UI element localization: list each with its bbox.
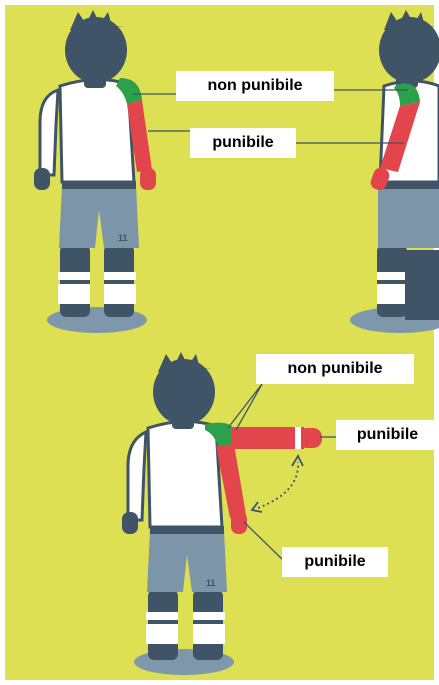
label-punishable-side: punibile bbox=[282, 547, 388, 577]
jersey-number: 11 bbox=[118, 233, 128, 243]
label-non-punishable-bottom: non punibile bbox=[256, 354, 414, 384]
raised-arm-zone-punishable bbox=[232, 427, 304, 449]
label-punishable-raised-arm: punibile bbox=[336, 420, 439, 450]
jersey-number: 11 bbox=[206, 578, 216, 588]
label-punishable-top: punibile bbox=[190, 128, 296, 158]
label-non-punishable-top: non punibile bbox=[176, 71, 334, 101]
